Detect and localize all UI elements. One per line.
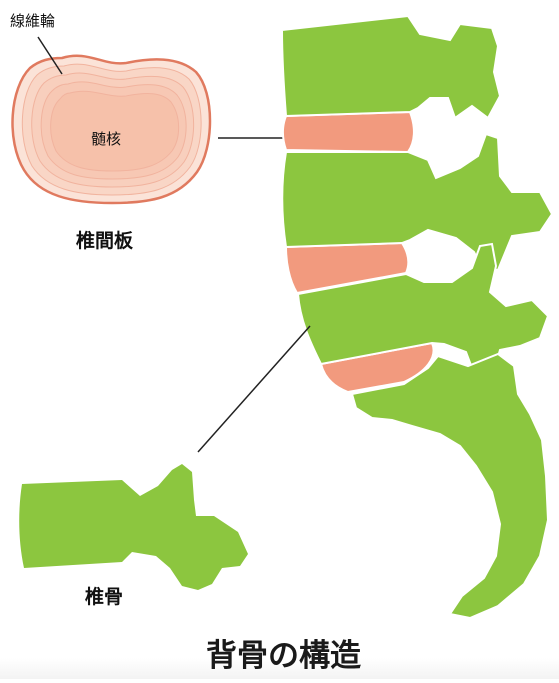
disc-1 [283, 112, 414, 152]
disc-label: 椎間板 [76, 226, 133, 253]
vertebra-1 [282, 16, 500, 118]
sacrum [352, 354, 548, 618]
diagram-title: 背骨の構造 [206, 630, 361, 675]
vertebra-label: 椎骨 [85, 582, 123, 609]
annulus-fibrosus-label: 線維輪 [10, 10, 55, 31]
spine-column [282, 16, 552, 618]
nucleus-pulposus-label: 髄核 [91, 128, 121, 149]
vertebra-detail [19, 464, 248, 590]
vertebra-leader-line [198, 326, 310, 452]
